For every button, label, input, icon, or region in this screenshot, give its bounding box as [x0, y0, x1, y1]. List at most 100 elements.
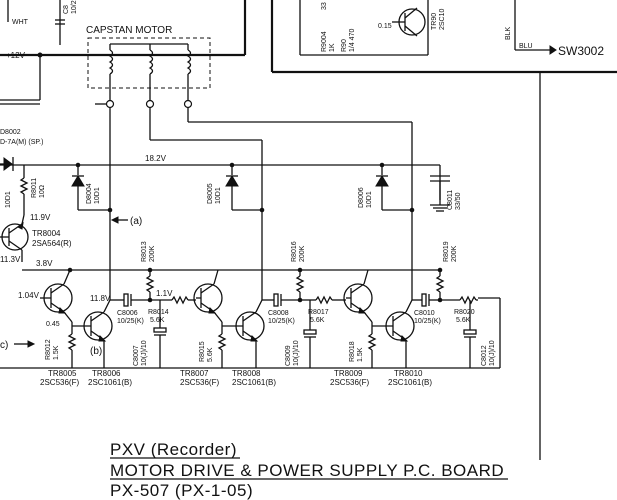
r8018-label: R8018: [349, 341, 356, 362]
v11-9-label: 11.9V: [30, 213, 51, 222]
r8017-resistor: [300, 295, 346, 305]
c8009-label: C8009: [285, 345, 292, 366]
d8005-label: D8005: [207, 183, 214, 204]
r8017-value: 5.6K: [310, 317, 325, 324]
v11-3-label: 11.3V: [0, 255, 21, 264]
tr90-type: 2SC10: [439, 8, 446, 30]
c8006-value: 10/25(K): [117, 318, 144, 325]
tr8006-transistor: [72, 299, 113, 368]
top-left-wiring: [0, 0, 247, 101]
r8018-resistor: [367, 322, 377, 368]
r8013-value: 200K: [149, 245, 156, 262]
title-line-3: PX-507 (PX-1-05): [110, 481, 253, 500]
tr8006-type: 2SC1061(B): [88, 378, 132, 387]
r8015-label: R8015: [199, 341, 206, 362]
v3-8-label: 3.8V: [36, 259, 53, 268]
r8019-resistor: [435, 270, 445, 303]
r8016-resistor: [295, 270, 305, 303]
r8016-label: R8016: [291, 241, 298, 262]
c8012-value: 10(J)/10: [489, 340, 496, 366]
c8008-capacitor: [262, 293, 300, 307]
tr8005-type: 2SC536(F): [40, 378, 79, 387]
c-top-label: C8: [63, 5, 70, 14]
r8011-label: R8011: [31, 178, 38, 198]
bottom-ground-rail: [0, 297, 501, 369]
c8007-capacitor: [153, 300, 167, 368]
capstan-motor-label: CAPSTAN MOTOR: [86, 25, 172, 36]
marker-b-label: (b): [90, 346, 102, 357]
c8007-label: C8007: [133, 345, 140, 366]
v1-04-label: 1.04V: [18, 291, 40, 300]
c-top-value: 10/2: [71, 0, 78, 14]
r90x-value: 1/4 470: [349, 29, 356, 52]
wire-blu-label: BLU: [519, 43, 533, 50]
tr8004-label: TR8004: [32, 229, 61, 238]
motor-terminal-3: [183, 99, 193, 109]
d8005-diode: [225, 165, 265, 213]
motor-terminal-2: [145, 99, 155, 109]
marker-c-arrow: [14, 340, 36, 348]
c8012-capacitor: [463, 300, 477, 368]
r8019-label: R8019: [443, 241, 450, 262]
tr8006-label: TR8006: [92, 369, 121, 378]
motor-coil-2: [148, 44, 154, 100]
c8011-value: 33/50: [455, 192, 462, 210]
tr8008-transistor: [222, 299, 265, 368]
tr8007-type: 2SC536(F): [180, 378, 219, 387]
wire-blk-label: BLK: [505, 26, 512, 40]
d8004-label: D8004: [86, 183, 93, 204]
d8002-zener: [0, 157, 14, 171]
wire-wht-label: WHT: [12, 19, 29, 26]
c8006-capacitor: [110, 293, 150, 307]
tr90-label: TR90: [431, 13, 438, 30]
d8006-label: D8006: [358, 187, 365, 208]
r9004-value: 1K: [329, 43, 336, 52]
tr8008-type: 2SC1061(B): [232, 378, 276, 387]
top-right-wiring: [270, 0, 617, 460]
rail-18-2v: [0, 162, 450, 212]
r8018-value: 1.5K: [357, 347, 364, 362]
r8012-value: 1.5K: [53, 345, 60, 360]
r8013-resistor: [145, 270, 155, 303]
r8012-label: R8012: [45, 339, 52, 360]
r8020-label: R8020: [454, 309, 475, 316]
d8004-type: 10D1: [94, 187, 101, 204]
tr8004-type: 2SA564(R): [32, 239, 72, 248]
tr8010-transistor: [372, 299, 415, 368]
tr8005-label: TR8005: [48, 369, 77, 378]
tr8009-label: TR8009: [334, 369, 363, 378]
d8002-type: D-7A(M) (SP.): [0, 139, 43, 146]
tr8008-label: TR8008: [232, 369, 261, 378]
r8012-resistor: [67, 322, 77, 368]
r8015-value: 5.6K: [207, 347, 214, 362]
d8004-diode: [71, 165, 113, 213]
r8019-value: 200K: [451, 245, 458, 262]
r8014-value: 5.6K: [150, 317, 165, 324]
c8006-label: C8006: [117, 310, 138, 317]
r8020-value: 5.6K: [456, 317, 471, 324]
tr8010-label: TR8010: [394, 369, 423, 378]
marker-a-arrow: [110, 216, 128, 224]
tr8010-type: 2SC1061(B): [388, 378, 432, 387]
c8008-label: C8008: [268, 310, 289, 317]
r8015-resistor: [217, 322, 227, 368]
tr8007-transistor: [193, 269, 223, 323]
top-left-capacitor: [55, 19, 65, 25]
r8011-value: 10Ω: [39, 185, 46, 198]
tr8007-label: TR8007: [180, 369, 209, 378]
marker-a-label: (a): [130, 216, 142, 227]
d8002-label: D8002: [0, 129, 21, 136]
d8006-type: 10D1: [366, 191, 373, 208]
c8010-label: C8010: [414, 310, 435, 317]
c8010-capacitor: [412, 293, 440, 307]
d8006-diode: [375, 165, 415, 213]
r8013-label: R8013: [141, 241, 148, 262]
c8009-value: 10(J)/10: [293, 340, 300, 366]
sw3002-label: SW3002: [558, 44, 604, 58]
title-line-1: PXV (Recorder): [110, 440, 237, 459]
marker-c-label: c): [0, 340, 8, 351]
capstan-motor-box: [87, 37, 211, 89]
c8008-value: 10/25(K): [268, 318, 295, 325]
c8011-label: C8011: [447, 190, 454, 210]
